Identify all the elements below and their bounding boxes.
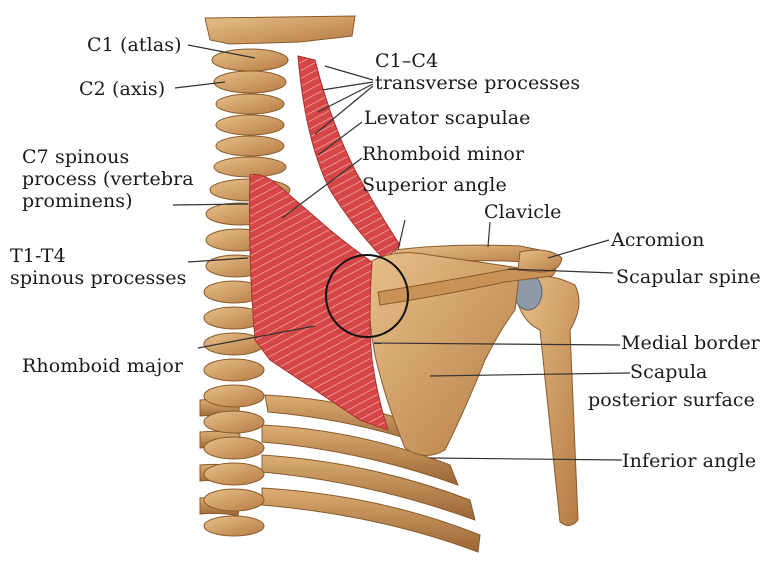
label-c2-axis: C2 (axis) (79, 78, 166, 100)
levator-scapulae-muscle (297, 55, 401, 261)
label-c1-c4-line1: C1–C4 (375, 50, 439, 72)
label-scapula-line2: posterior surface (588, 389, 755, 411)
label-c1-c4-line2: transverse processes (375, 72, 581, 94)
label-c1-c4-transverse: C1–C4 transverse processes (375, 50, 580, 94)
label-acromion: Acromion (611, 229, 705, 251)
label-rhomboid-minor: Rhomboid minor (362, 143, 525, 165)
label-t1-t4-line1: T1-T4 (10, 245, 66, 267)
label-c7-line2: process (vertebra (22, 168, 194, 190)
label-scapula-line1: Scapula (630, 361, 708, 383)
label-medial-border: Medial border (621, 332, 760, 354)
label-c7-line3: prominens) (22, 190, 133, 212)
label-t1-t4-spinous: T1-T4 spinous processes (10, 245, 186, 289)
scapula-bone (367, 252, 521, 456)
rhomboid-muscles (249, 174, 389, 431)
label-rhomboid-major: Rhomboid major (22, 355, 184, 377)
label-superior-angle: Superior angle (362, 174, 507, 196)
label-inferior-angle: Inferior angle (622, 450, 757, 472)
label-c1-atlas: C1 (atlas) (87, 34, 182, 56)
acromion-process (517, 249, 563, 273)
skull-base (204, 15, 356, 45)
humerus-bone (514, 275, 580, 526)
label-c7-spinous: C7 spinous process (vertebra prominens) (22, 146, 194, 212)
label-clavicle: Clavicle (484, 201, 562, 223)
label-t1-t4-line2: spinous processes (10, 267, 187, 289)
superior-angle-circle (325, 254, 409, 338)
scapular-spine (377, 261, 556, 306)
label-scapular-spine: Scapular spine (616, 266, 761, 288)
label-levator-scapulae: Levator scapulae (364, 107, 531, 129)
label-scapula-posterior: Scapula posterior surface (588, 361, 755, 411)
leader-lines (172, 44, 631, 461)
label-c7-line1: C7 spinous (22, 146, 130, 168)
